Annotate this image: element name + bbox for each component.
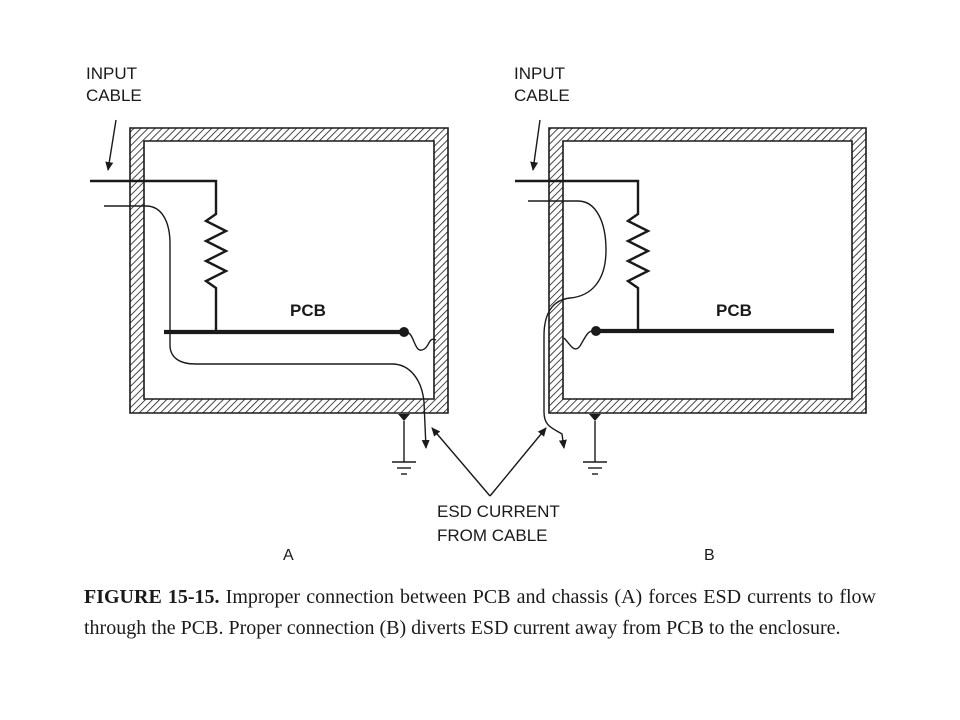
ground-squiggle-b xyxy=(563,330,595,350)
ground-symbol-a xyxy=(392,414,416,475)
input-cable-leader-a xyxy=(105,119,117,171)
esd-pointer-a xyxy=(431,427,491,497)
chassis-enclosure-b xyxy=(548,127,867,414)
esd-label-line2: FROM CABLE xyxy=(437,526,548,545)
figure-caption-text: Improper connection between PCB and chas… xyxy=(84,586,876,639)
ground-squiggle-a xyxy=(405,331,437,351)
esd-callout: ESD CURRENT FROM CABLE xyxy=(431,427,560,545)
signal-wire-b xyxy=(515,179,651,331)
panel-letter-a: A xyxy=(283,547,294,564)
input-cable-leader-b xyxy=(530,119,541,171)
input-cable-label-b-line1: INPUT xyxy=(514,64,565,83)
pcb-terminal-a xyxy=(399,327,409,337)
input-cable-label-a-line1: INPUT xyxy=(86,64,137,83)
esd-label-line1: ESD CURRENT xyxy=(437,502,560,521)
figure-caption: FIGURE 15-15. Improper connection betwee… xyxy=(84,582,876,644)
input-cable-label-a-line2: CABLE xyxy=(86,86,142,105)
pcb-terminal-b xyxy=(591,326,601,336)
input-cable-label-b-line2: CABLE xyxy=(514,86,570,105)
figure-number: FIGURE 15-15. xyxy=(84,586,220,608)
ground-symbol-b xyxy=(583,414,607,475)
pcb-label-a: PCB xyxy=(290,301,326,320)
esd-path-b xyxy=(528,200,607,449)
panel-b: INPUT CABLE PCB B xyxy=(514,64,867,564)
pcb-label-b: PCB xyxy=(716,301,752,320)
panel-a: INPUT CABLE PCB A xyxy=(86,64,449,564)
esd-path-a xyxy=(104,205,430,449)
panel-letter-b: B xyxy=(704,547,715,564)
signal-wire-a xyxy=(90,179,229,331)
chassis-enclosure-a xyxy=(129,127,449,414)
esd-pointer-b xyxy=(489,427,547,497)
